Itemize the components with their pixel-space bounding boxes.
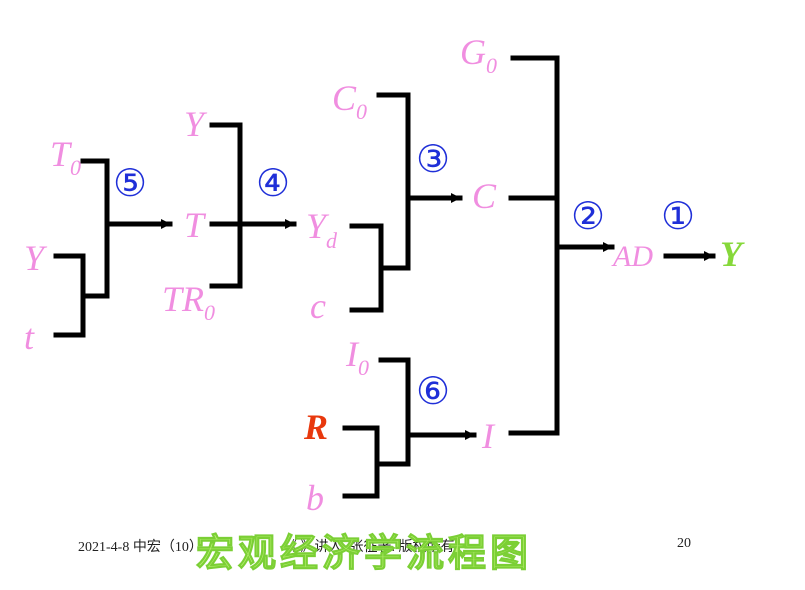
var-T0: T0 bbox=[50, 134, 81, 180]
bracket-y-t-tr bbox=[209, 122, 243, 289]
footer-page-number: 20 bbox=[677, 536, 691, 551]
step-2: ② bbox=[571, 194, 605, 238]
step-3: ③ bbox=[416, 137, 450, 181]
footer-author: 《 》讲人. 张征著. 版权所有 bbox=[283, 540, 455, 555]
bracket-r-b bbox=[342, 425, 380, 499]
var-Yd: Yd bbox=[306, 206, 338, 253]
bracket-t0 bbox=[80, 158, 110, 299]
bracket-i0 bbox=[378, 357, 411, 467]
var-R-interest: R bbox=[303, 407, 328, 447]
step-1: ① bbox=[661, 194, 695, 238]
var-Y-income: Y bbox=[24, 238, 48, 278]
step-6: ⑥ bbox=[416, 369, 450, 413]
step-4: ④ bbox=[256, 161, 290, 205]
diagram-title: 宏观经济学流程图 bbox=[195, 530, 533, 576]
step-5: ⑤ bbox=[113, 161, 147, 205]
var-Y-output: Y bbox=[720, 234, 745, 274]
var-c-mpc: c bbox=[310, 286, 326, 326]
var-C-consumption: C bbox=[472, 176, 497, 216]
bracket-lines bbox=[53, 55, 716, 499]
var-I-investment: I bbox=[481, 416, 496, 456]
var-t-taxrate: t bbox=[24, 317, 35, 357]
bracket-y-t bbox=[53, 253, 86, 338]
footer-date-course: 2021-4-8 中宏（10） bbox=[78, 540, 203, 555]
bracket-c0 bbox=[376, 92, 411, 271]
var-T-tax: T bbox=[184, 205, 207, 245]
bracket-g-c-i bbox=[508, 55, 560, 436]
var-C0: C0 bbox=[332, 78, 367, 124]
var-TR0: TR0 bbox=[162, 279, 215, 325]
var-Y-top: Y bbox=[184, 104, 208, 144]
var-G0: G0 bbox=[460, 32, 497, 78]
var-I0: I0 bbox=[345, 334, 369, 380]
var-AD: AD bbox=[611, 240, 653, 273]
bracket-yd-c bbox=[349, 223, 384, 313]
var-b: b bbox=[306, 478, 324, 518]
